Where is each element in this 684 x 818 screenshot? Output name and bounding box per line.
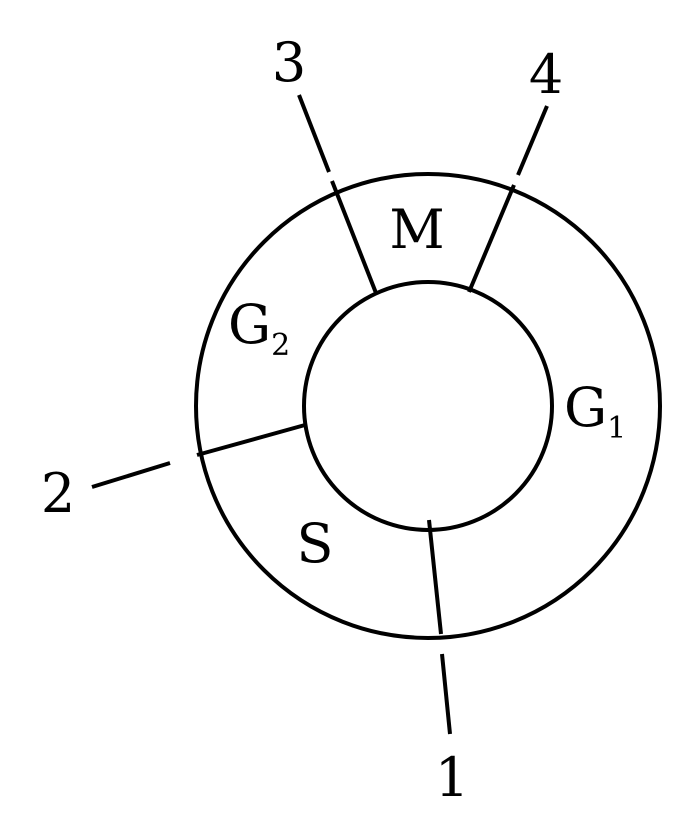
divider-g2-s (196, 423, 306, 457)
divider-s-g1 (427, 519, 443, 635)
divider-m-g1 (467, 184, 516, 293)
port-2-lead (91, 461, 171, 489)
region-g1-subscript: 1 (607, 411, 626, 446)
port-label-4: 4 (529, 43, 563, 106)
outer-ring (194, 172, 662, 640)
inner-ring (302, 280, 554, 532)
region-m-base: M (389, 198, 444, 261)
region-label-g2: G2 (228, 293, 290, 363)
port-label-3: 3 (272, 31, 306, 94)
region-s-base: S (297, 512, 334, 575)
port-1-lead (440, 653, 452, 735)
port-3-lead (297, 94, 331, 173)
region-label-m: M (389, 198, 444, 261)
divider-m-g2 (330, 180, 378, 294)
region-label-g1: G1 (564, 376, 626, 446)
port-4-lead (516, 105, 549, 176)
region-g2-subscript: 2 (271, 328, 290, 363)
port-label-2: 2 (41, 462, 75, 525)
region-g1-base: G (564, 376, 607, 439)
region-g2-base: G (228, 293, 271, 356)
region-label-s: S (297, 512, 334, 575)
port-label-1: 1 (435, 746, 469, 809)
